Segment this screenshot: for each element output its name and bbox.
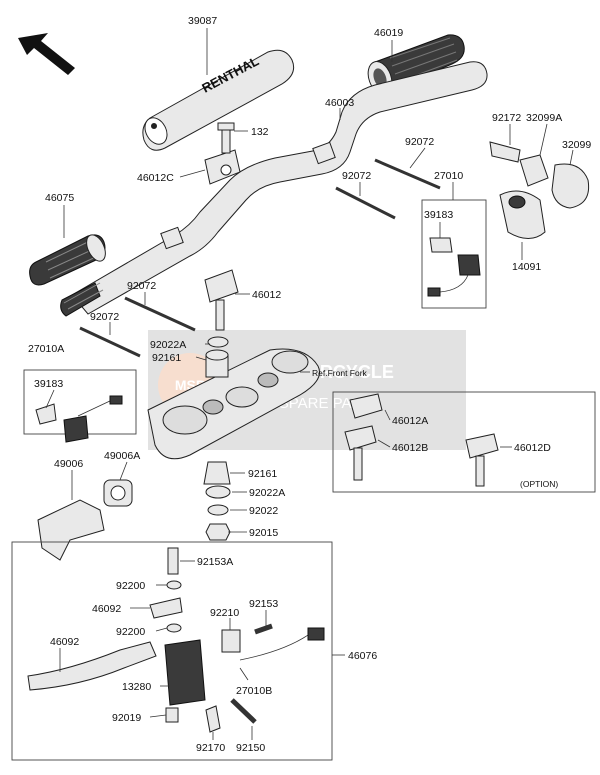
label-92022: 92022	[249, 505, 278, 517]
throttle-housing	[489, 141, 590, 239]
lever-assembly-box	[11, 541, 333, 761]
label-27010: 27010	[434, 170, 463, 182]
label-92200-b: 92200	[116, 626, 145, 638]
label-49006: 49006	[54, 458, 83, 470]
option-box	[332, 391, 596, 493]
upper-clamp	[204, 122, 241, 185]
label-92170: 92170	[196, 742, 225, 754]
lower-clamp	[204, 269, 239, 331]
label-46092-a: 46092	[92, 603, 121, 615]
label-92022A-top: 92022A	[150, 339, 186, 351]
label-option: (OPTION)	[520, 479, 558, 489]
label-132: 132	[251, 126, 269, 138]
label-46076: 46076	[348, 650, 377, 662]
label-92161-bottom: 92161	[248, 468, 277, 480]
label-92161-top: 92161	[152, 352, 181, 364]
label-92015: 92015	[249, 527, 278, 539]
front-direction-arrow	[18, 33, 75, 75]
label-32099: 32099	[562, 139, 591, 151]
label-46019: 46019	[374, 27, 403, 39]
label-92210: 92210	[210, 607, 239, 619]
label-92019: 92019	[112, 712, 141, 724]
leader-lines	[45, 28, 574, 740]
bushing-stack-top	[205, 336, 229, 378]
label-92200-a: 92200	[116, 580, 145, 592]
label-46003: 46003	[325, 97, 354, 109]
switch-27010-box	[421, 199, 487, 309]
label-92153A: 92153A	[197, 556, 233, 568]
hand-guard	[37, 479, 133, 561]
label-92153: 92153	[249, 598, 278, 610]
kill-switch	[427, 237, 481, 297]
label-92072-c: 92072	[127, 280, 156, 292]
label-49006A: 49006A	[104, 450, 140, 462]
bushing-stack-bottom	[203, 461, 231, 541]
label-14091: 14091	[512, 261, 541, 273]
label-27010B: 27010B	[236, 685, 272, 697]
part-labels: 39087 46019 132 46003 46012C 92172 32099…	[28, 15, 591, 754]
label-46012A: 46012A	[392, 415, 428, 427]
handlebar	[60, 61, 488, 317]
label-46012B: 46012B	[392, 442, 428, 454]
triple-clamp	[147, 348, 320, 460]
label-27010A: 27010A	[28, 343, 64, 355]
label-39087: 39087	[188, 15, 217, 27]
tie-straps	[79, 158, 441, 358]
label-ref-front-fork: Ref.Front Fork	[312, 368, 368, 378]
label-39183-a: 39183	[424, 209, 453, 221]
left-switch	[35, 395, 123, 443]
label-92022A-bottom: 92022A	[249, 487, 285, 499]
label-46012: 46012	[252, 289, 281, 301]
option-clamps	[344, 393, 499, 487]
label-92072-a: 92072	[405, 136, 434, 148]
label-46092-b: 46092	[50, 636, 79, 648]
label-13280: 13280	[122, 681, 151, 693]
label-92172: 92172	[492, 112, 521, 124]
label-32099A: 32099A	[526, 112, 562, 124]
label-46012C: 46012C	[137, 172, 174, 184]
label-39183-b: 39183	[34, 378, 63, 390]
label-92072-b: 92072	[342, 170, 371, 182]
clutch-lever-assembly	[27, 547, 325, 733]
label-46012D: 46012D	[514, 442, 551, 454]
handlebar-pad: RENTHAL	[142, 49, 295, 151]
label-46075: 46075	[45, 192, 74, 204]
label-92072-d: 92072	[90, 311, 119, 323]
label-92150: 92150	[236, 742, 265, 754]
left-grip	[29, 234, 106, 286]
